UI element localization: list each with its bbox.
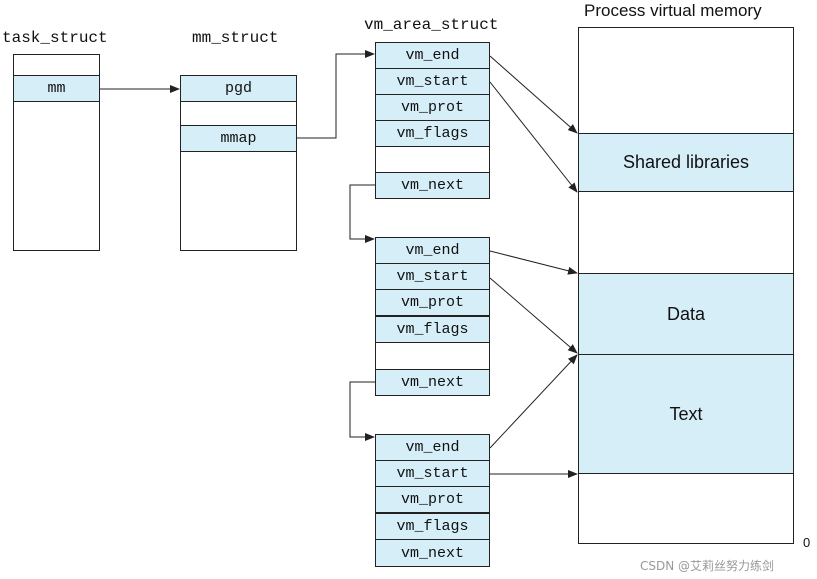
vm-area-2-vm-end: vm_end	[375, 237, 490, 264]
vm-area-1-vm-prot: vm_prot	[375, 94, 490, 121]
text-region: Text	[579, 354, 793, 474]
mm-struct-pgd-field: pgd	[180, 75, 297, 102]
vm-area-2-vm-flags: vm_flags	[375, 316, 490, 343]
csdn-watermark: CSDN @艾莉丝努力练剑	[640, 559, 775, 573]
vm-area-3-vm-next: vm_next	[375, 539, 490, 567]
arrow-vma2-end-to-data-top	[489, 250, 578, 275]
vm-area-box-3: vm_end vm_start vm_prot vm_flags vm_next	[375, 434, 490, 567]
arrow-vma1-end-to-shared-top	[489, 55, 578, 134]
arrow-vma2-next-to-vma3	[349, 381, 375, 441]
arrow-vma1-start-to-shared-bottom	[489, 81, 578, 193]
vm-area-2-vm-start: vm_start	[375, 263, 490, 290]
task-struct-mm-field: mm	[13, 75, 100, 102]
vm-area-box-1: vm_end vm_start vm_prot vm_flags vm_next	[375, 42, 490, 199]
mm-struct-mmap-field: mmap	[180, 125, 297, 152]
mm-struct-title: mm_struct	[192, 29, 279, 47]
vm-area-2-vm-next: vm_next	[375, 369, 490, 396]
vm-area-3-vm-prot: vm_prot	[375, 486, 490, 513]
process-memory-title: Process virtual memory	[584, 1, 762, 20]
vm-area-1-vm-next: vm_next	[375, 172, 490, 199]
vm-area-2-vm-prot: vm_prot	[375, 289, 490, 316]
arrow-vma1-next-to-vma2	[349, 184, 375, 243]
vm-area-struct-title: vm_area_struct	[364, 16, 499, 34]
vm-area-1-vm-flags: vm_flags	[375, 120, 490, 147]
vm-area-2-blank	[375, 342, 490, 370]
arrow-vma3-end-to-text-top	[489, 354, 578, 449]
vm-area-3-vm-flags: vm_flags	[375, 513, 490, 540]
arrow-mmap-to-vma1	[297, 50, 375, 139]
shared-libraries-region: Shared libraries	[579, 133, 793, 192]
mm-struct-box	[180, 75, 297, 251]
arrow-vma2-start-to-data-bottom	[489, 277, 578, 354]
task-struct-title: task_struct	[2, 29, 108, 47]
vm-area-box-2: vm_end vm_start vm_prot vm_flags vm_next	[375, 237, 490, 396]
address-zero-label: 0	[803, 535, 811, 550]
vm-area-1-vm-end: vm_end	[375, 42, 490, 69]
